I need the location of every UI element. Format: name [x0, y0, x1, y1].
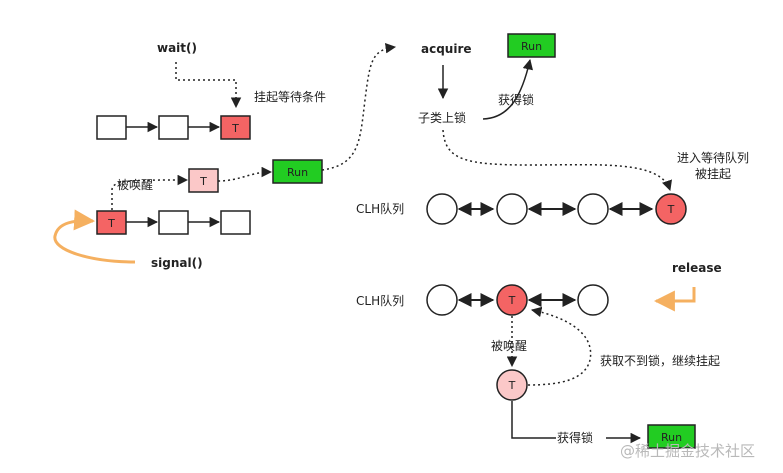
- condition-node-empty: [158, 115, 189, 140]
- clh-thread-node: [496, 284, 528, 316]
- clh-node: [577, 193, 609, 225]
- got-lock-top-label: 获得锁: [498, 92, 534, 107]
- enter-queue-label-1: 进入等待队列: [677, 150, 749, 165]
- clh-node: [426, 193, 458, 225]
- woken-left-label: 被唤醒: [117, 178, 153, 192]
- suspend-wait-label: 挂起等待条件: [254, 90, 326, 104]
- condition-node-empty: [96, 115, 127, 140]
- to-acquire-arrow: [321, 43, 397, 171]
- to-run-arrow: [217, 166, 273, 182]
- clh-thread-node: [655, 193, 687, 225]
- clh-node: [577, 284, 609, 316]
- run-node: [507, 33, 556, 58]
- thread-node-label: T: [107, 217, 115, 230]
- run-node-label: Run: [287, 166, 308, 179]
- signal-curve-arrow: [53, 209, 136, 264]
- subclass-lock-label: 子类上锁: [418, 110, 466, 125]
- clh-node: [496, 193, 528, 225]
- thread-node-label: T: [231, 122, 239, 135]
- fail-suspend-label: 获取不到锁，继续挂起: [600, 353, 720, 368]
- run-node-label: Run: [521, 40, 542, 53]
- thread-node-waiting: [220, 115, 251, 140]
- got-lock-bottom-label: 获得锁: [557, 430, 593, 445]
- run-node: [272, 159, 323, 184]
- condition-node-empty: [158, 210, 189, 235]
- thread-node-label: T: [667, 203, 675, 216]
- release-label: release: [672, 261, 722, 275]
- thread-node-label: T: [508, 379, 516, 392]
- wait-label: wait(): [157, 41, 197, 55]
- label-backdrop: [556, 428, 606, 446]
- condition-node-empty: [220, 210, 251, 235]
- thread-node-label: T: [199, 175, 207, 188]
- clh-queue-label-1: CLH队列: [356, 201, 404, 216]
- thread-node-label: T: [508, 294, 516, 307]
- clh-queue-label-2: CLH队列: [356, 293, 404, 308]
- woken-right-label: 被唤醒: [491, 339, 527, 353]
- acquire-label: acquire: [421, 42, 472, 56]
- clh-thread-node-woken: [496, 369, 528, 401]
- run-node-label: Run: [661, 431, 682, 444]
- enter-queue-label-2: 被挂起: [695, 167, 731, 181]
- woken-arrow: [111, 174, 189, 210]
- enter-queue-arrow: [442, 129, 672, 191]
- got-lock-arrow: [482, 58, 534, 120]
- signal-label: signal(): [151, 256, 203, 270]
- wait-arrow: [175, 62, 242, 109]
- clh-node: [426, 284, 458, 316]
- fail-suspend-arrow: [527, 306, 592, 386]
- release-arrow: [653, 287, 696, 312]
- watermark: @稀土掘金技术社区: [620, 442, 755, 460]
- run-node: [647, 424, 696, 449]
